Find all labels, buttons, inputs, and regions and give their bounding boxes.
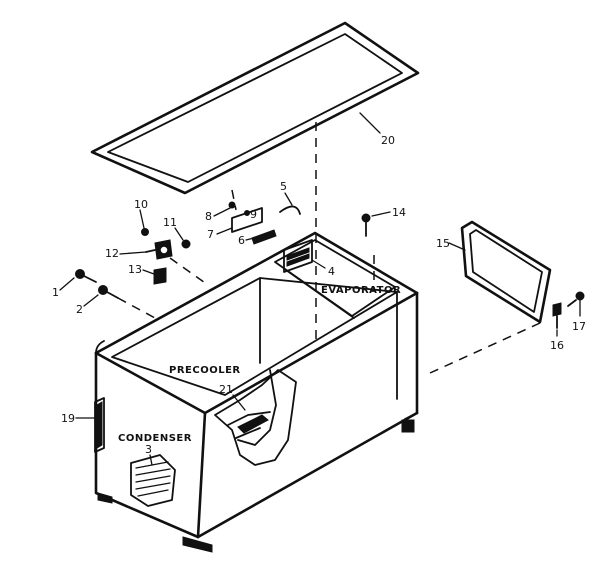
callout-20: 20 — [381, 134, 395, 147]
callout-17: 17 — [572, 320, 586, 333]
callout-10: 10 — [134, 198, 148, 211]
thermostat-assembly — [141, 228, 191, 285]
callout-5: 5 — [280, 180, 287, 193]
leader-8 — [213, 207, 231, 217]
callout-12: 12 — [105, 247, 119, 260]
screws-1-2 — [75, 269, 119, 299]
evaporator-bracket — [283, 239, 313, 273]
label-precooler: PRECOOLER — [169, 365, 241, 376]
callout-1: 1 — [52, 286, 59, 299]
label-evaporator: EVAPORATOR — [321, 285, 401, 296]
leader-11 — [174, 227, 184, 241]
leader-3 — [149, 454, 153, 466]
leader-7 — [216, 227, 233, 235]
condenser-vent — [130, 454, 176, 507]
assembly-line-thermostat — [169, 257, 209, 286]
callout-3: 3 — [145, 443, 152, 456]
precooler-cutaway — [214, 369, 297, 466]
leader-13 — [142, 269, 155, 275]
assembly-line-panel — [429, 322, 541, 374]
leader-10 — [139, 209, 145, 229]
screw-8 — [228, 201, 236, 209]
service-panel — [460, 220, 552, 324]
leader-1 — [59, 277, 75, 291]
callout-15: 15 — [436, 237, 450, 250]
screws-16-17 — [552, 291, 585, 329]
leader-4 — [311, 259, 326, 269]
callout-21: 21 — [219, 383, 233, 396]
leader-15 — [448, 242, 466, 251]
side-handle — [94, 397, 105, 453]
cabinet-feet — [97, 419, 415, 553]
callout-14: 14 — [392, 206, 406, 219]
callout-2: 2 — [76, 303, 83, 316]
callout-4: 4 — [328, 265, 335, 278]
leader-12 — [119, 251, 147, 255]
freezer-cabinet — [94, 231, 419, 539]
callout-11: 11 — [163, 216, 177, 229]
leader-14 — [371, 211, 391, 217]
screw-14 — [361, 213, 371, 223]
callout-6: 6 — [238, 234, 245, 247]
leader-5 — [284, 192, 293, 206]
callout-19: 19 — [61, 412, 75, 425]
lid-gasket — [90, 21, 420, 195]
assembly-line-screws — [117, 297, 156, 319]
label-condenser: CONDENSER — [118, 433, 192, 444]
leader-2 — [83, 294, 99, 307]
callout-9: 9 — [250, 208, 257, 221]
callout-13: 13 — [128, 263, 142, 276]
callout-16: 16 — [550, 339, 564, 352]
assembly-line-lid-2 — [231, 189, 237, 211]
leader-20 — [359, 112, 381, 134]
leader-6 — [245, 237, 255, 241]
hinge-parts — [231, 205, 301, 245]
callout-7: 7 — [207, 228, 214, 241]
leader-21 — [232, 394, 246, 411]
callout-8: 8 — [205, 210, 212, 223]
